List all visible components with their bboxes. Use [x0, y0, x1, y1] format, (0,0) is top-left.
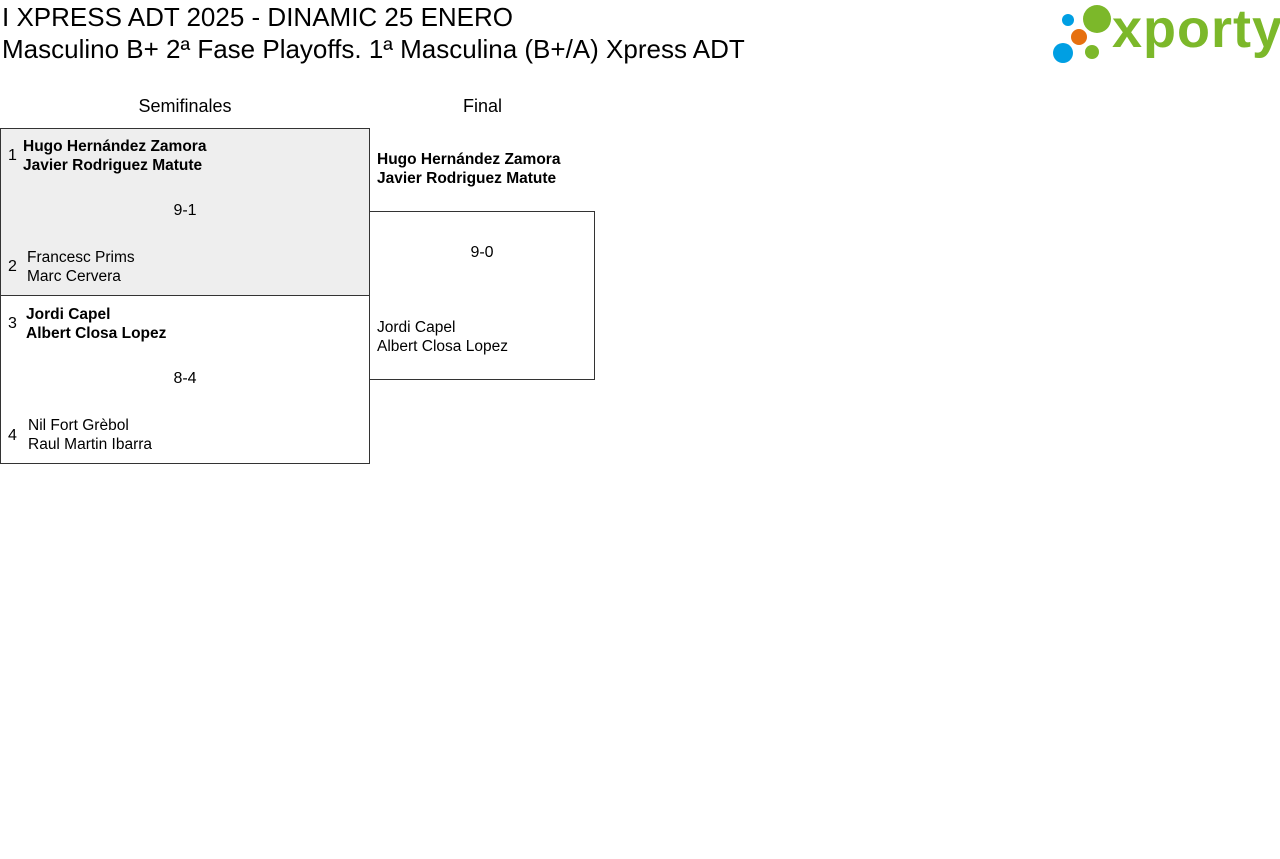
seed: 2: [8, 258, 17, 275]
logo-text: xporty: [1112, 0, 1280, 59]
final-match[interactable]: [369, 211, 595, 380]
xporty-logo: xporty: [1050, 0, 1280, 66]
match-score: 8-4: [173, 370, 197, 387]
match-score: 9-0: [470, 244, 494, 261]
final-winner-name: Javier Rodriguez Matute: [377, 170, 557, 187]
round-header-semifinales: Semifinales: [138, 96, 232, 116]
team-name: Raul Martin Ibarra: [28, 436, 153, 453]
final-winner-name: Hugo Hernández Zamora: [377, 151, 561, 168]
team-name: Francesc Prims: [27, 249, 135, 266]
team-name: Albert Closa Lopez: [377, 338, 508, 355]
round-header-final: Final: [462, 96, 502, 116]
seed: 4: [8, 427, 17, 444]
seed: 1: [8, 147, 17, 164]
team-name: Hugo Hernández Zamora: [23, 138, 207, 155]
team-name: Jordi Capel: [377, 319, 456, 336]
match-score: 9-1: [173, 202, 197, 219]
semifinal-match-1[interactable]: [0, 128, 370, 296]
page-subtitle: Masculino B+ 2ª Fase Playoffs. 1ª Mascul…: [2, 34, 745, 64]
seed: 3: [8, 315, 17, 332]
team-name: Javier Rodriguez Matute: [23, 157, 203, 174]
team-name: Nil Fort Grèbol: [28, 417, 129, 434]
team-name: Marc Cervera: [27, 268, 121, 285]
page-title: I XPRESS ADT 2025 - DINAMIC 25 ENERO: [2, 2, 514, 32]
team-name: Jordi Capel: [26, 306, 111, 323]
team-name: Albert Closa Lopez: [26, 325, 167, 342]
